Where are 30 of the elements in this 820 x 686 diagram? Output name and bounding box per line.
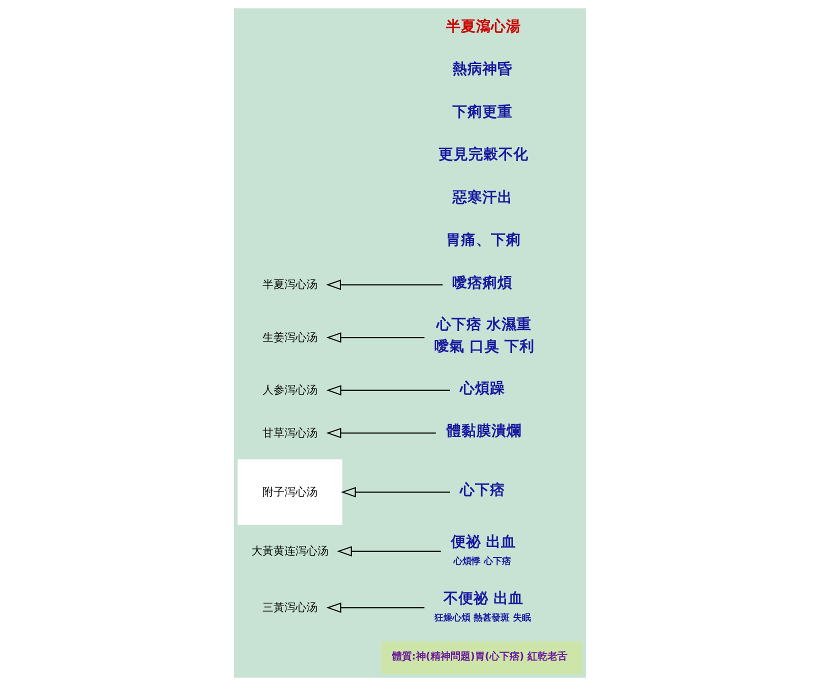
node-box: 體質:神(精神問題)胃(心下痞) 紅乾老舌 [381,641,582,674]
node-text: 半夏泻心汤 [262,278,318,292]
arrow [326,332,424,343]
node-text: 噯痞痢煩 [452,274,513,292]
arrow [340,486,450,498]
label: 更見完穀不化 [438,146,529,164]
node-text: 三黃泻心汤 [262,600,318,614]
arrow [326,602,424,613]
node-text: 心下痞 水濕重 噯氣 口臭 下利 [434,316,535,356]
label: 胃痛、下痢 [446,232,521,249]
node-text: 人参泻心汤 [262,384,318,397]
node-box: 附子泻心汤 [238,459,342,525]
arrow [326,280,443,290]
label: 熱病神昏 [452,60,513,78]
arrow [336,546,441,557]
label: 下痢更重 [452,103,513,120]
node-text: 心下痞 [460,482,506,499]
node-text: 大黃黄连泻心汤 [252,544,329,558]
label: 半夏瀉心湯 [446,18,521,35]
node-text: 生姜泻心汤 [262,330,318,344]
node-label: 狂燥心煩 熱甚發斑 失眠 [434,613,531,624]
arrow [326,385,450,396]
node-text: 不便祕 出血 [444,590,524,607]
node-text: 甘草泻心汤 [262,426,318,440]
node-text: 心煩躁 [460,380,506,397]
label: 惡寒汗出 [452,188,513,206]
node-label: 心煩悸 心下痞 [454,557,511,568]
node-text: 體黏膜潰爛 [446,422,522,440]
node-text: 便祕 出血 [450,534,516,551]
arrow [326,428,436,438]
